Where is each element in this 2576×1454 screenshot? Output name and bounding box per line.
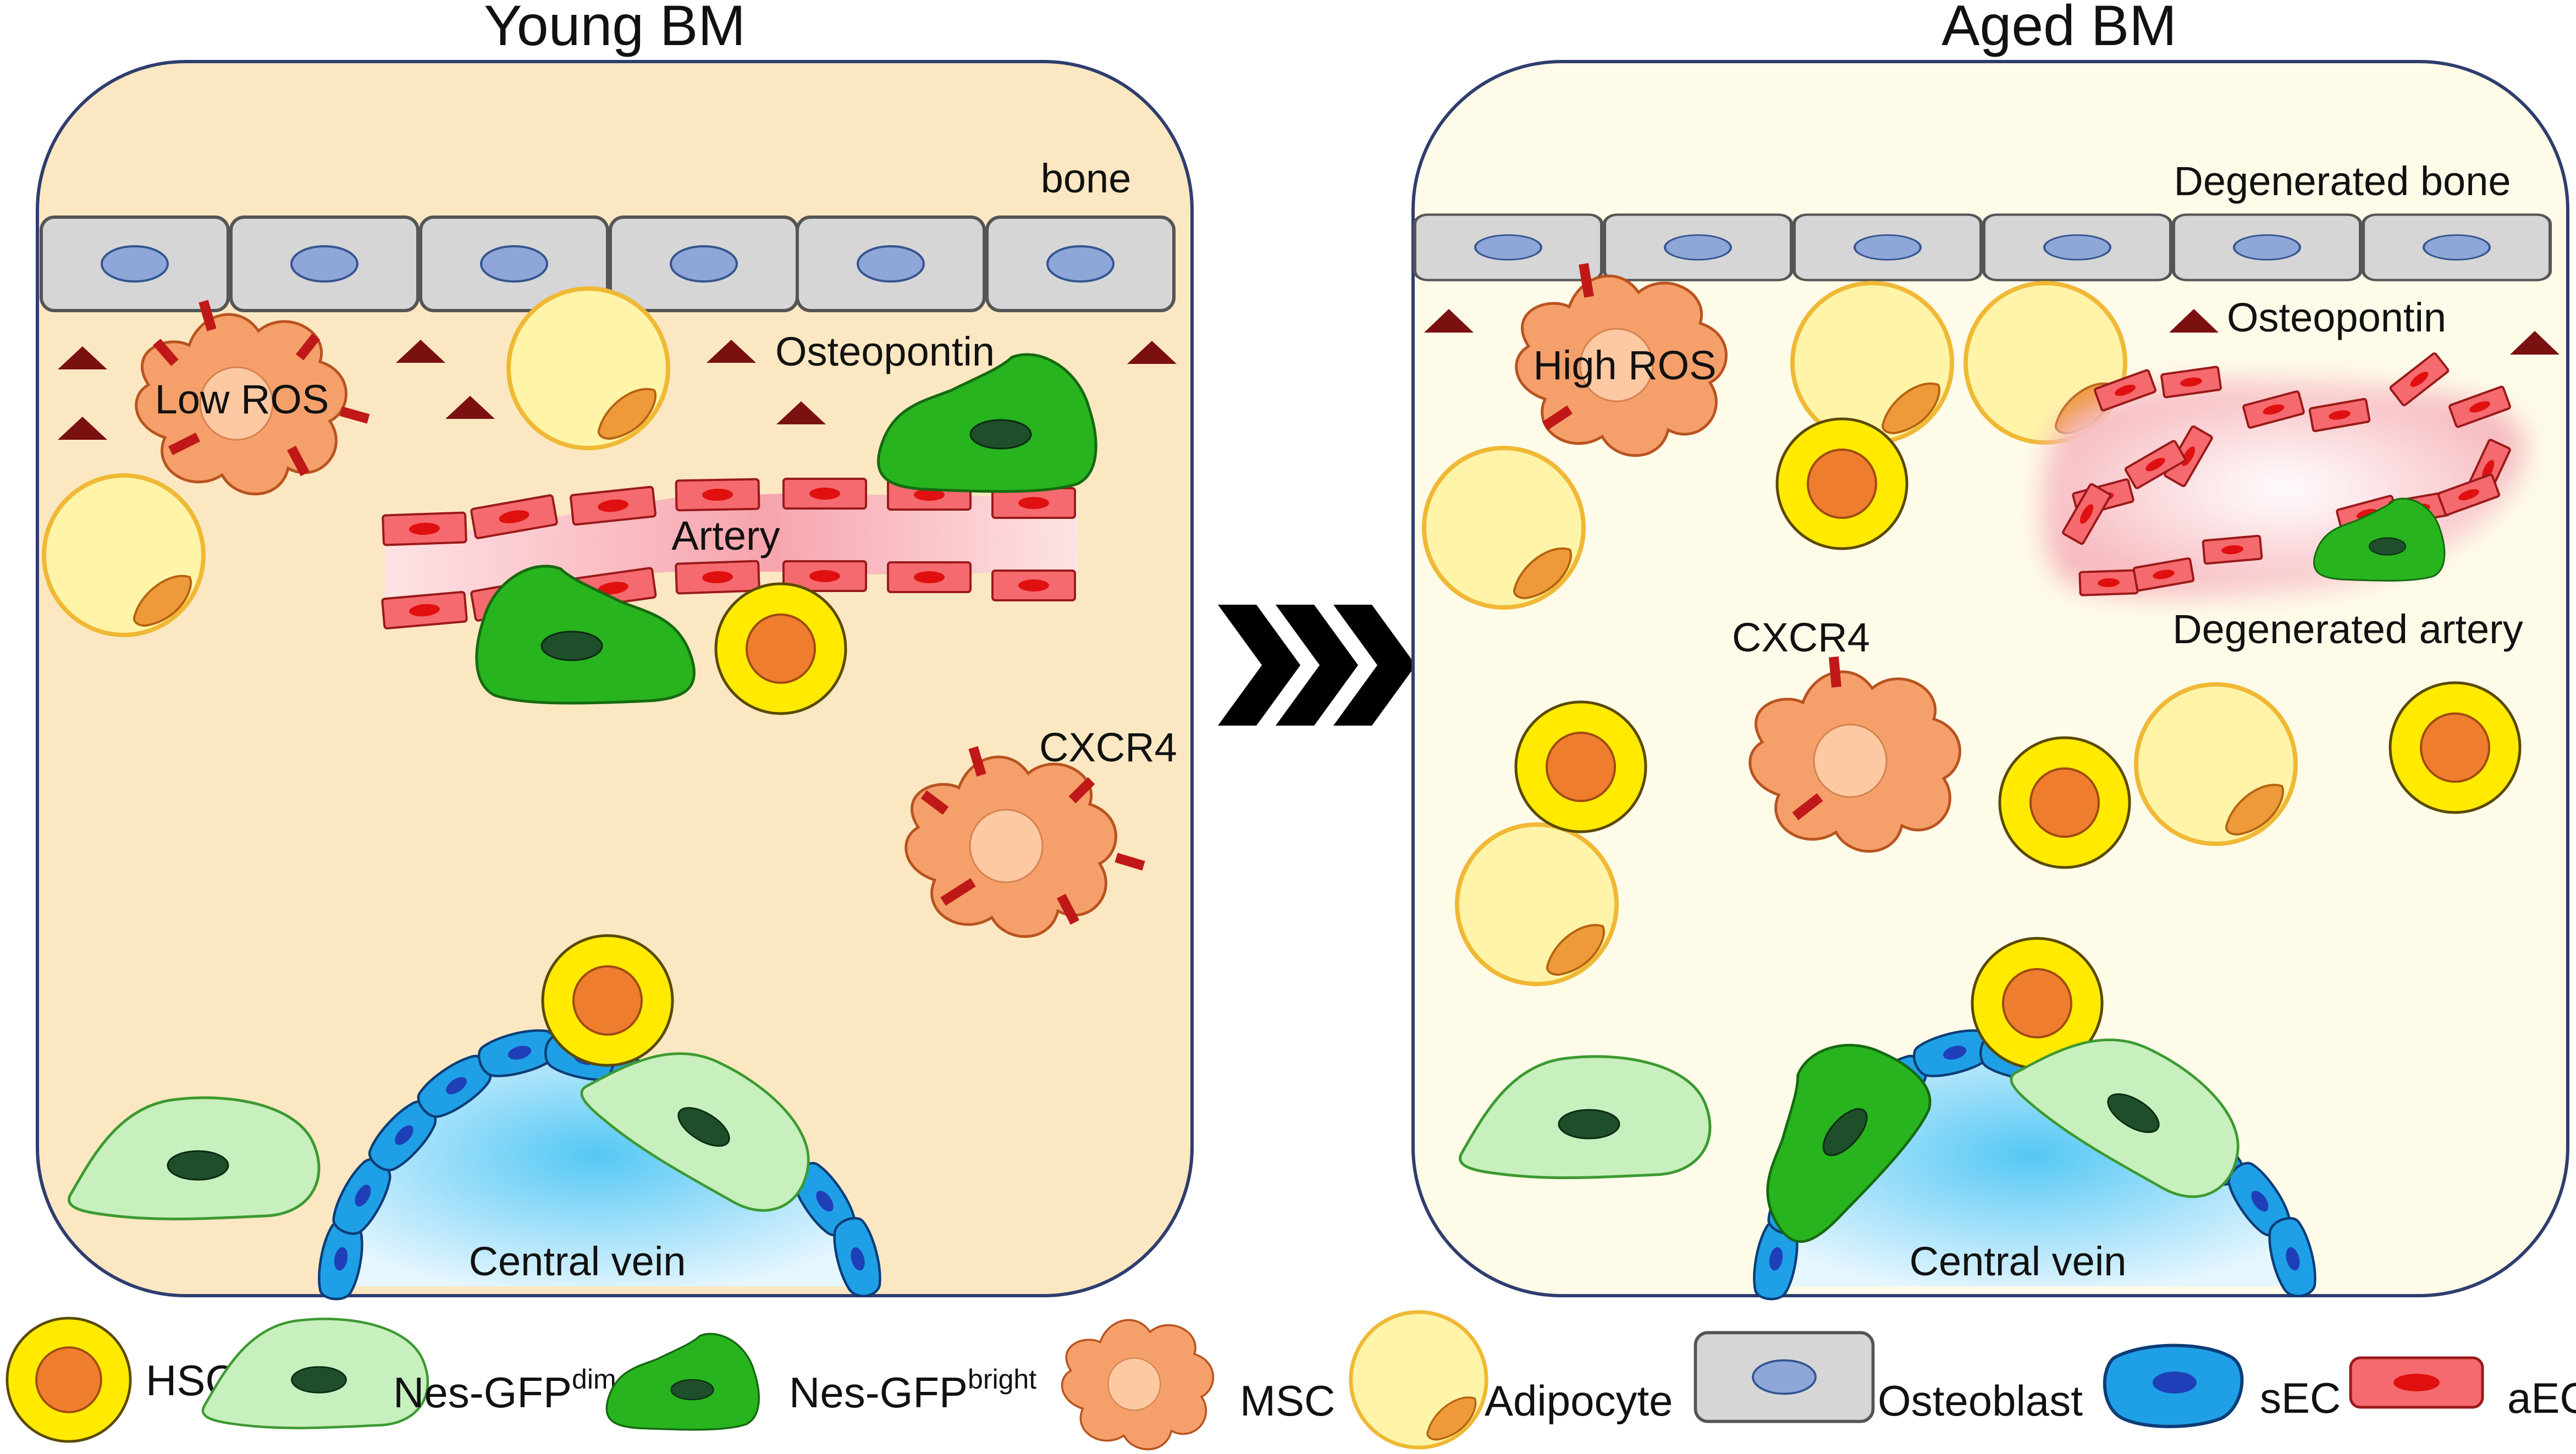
legend-item-sec: sEC (2103, 1344, 2341, 1428)
legend-msc-label: MSC (1240, 1376, 1335, 1425)
legend-item-nes-dim: Nes-GFPdim (203, 1319, 616, 1428)
osteopontin-triangle (776, 401, 826, 424)
osteoblast (610, 217, 797, 311)
osteoblast (1794, 215, 1981, 280)
aged-osteopontin-markers (1424, 309, 2560, 355)
young-msc-cxcr4: CXCR4 (906, 725, 1177, 937)
osteoblast (2174, 215, 2360, 280)
hsc-cell (2000, 738, 2130, 867)
aged-artery-label: Degenerated artery (2172, 606, 2523, 652)
young-panel-title: Young BM (484, 0, 746, 58)
young-bm-panel: Young BM bone Osteopontin (36, 0, 1194, 1303)
osteopontin-triangle (2510, 331, 2560, 355)
osteopontin-triangle (396, 340, 445, 363)
hsc-cell (1516, 702, 1646, 832)
aec-legend-nucleus (2393, 1374, 2440, 1391)
aged-osteopontin-label: Osteopontin (2227, 295, 2446, 340)
osteopontin-triangle (58, 417, 107, 440)
nes-gfp-bright-legend-icon (605, 1333, 760, 1431)
osteoblast (987, 217, 1174, 311)
osteoblast (41, 217, 228, 311)
adipocyte (1792, 283, 1952, 443)
osteopontin-triangle (445, 396, 495, 419)
adipocyte (1457, 825, 1617, 984)
young-artery-label: Artery (671, 513, 780, 559)
osteoblast (1415, 215, 1602, 280)
hsc-legend-icon (7, 1318, 130, 1441)
legend-aec-label: aEC (2507, 1374, 2576, 1422)
legend-adipocyte-label: Adipocyte (1485, 1376, 1673, 1425)
legend-sec-label: sEC (2260, 1374, 2341, 1422)
aged-bm-panel: Aged BM Degenerated bone Osteopontin Hig… (1411, 0, 2569, 1302)
hsc-cell (2390, 683, 2520, 812)
osteoblast (797, 217, 984, 311)
osteoblast (1604, 215, 1791, 280)
osteoblast (231, 217, 418, 311)
legend-nes-bright-label: Nes-GFPbright (789, 1364, 1036, 1417)
young-bone-label: bone (1041, 156, 1132, 201)
osteopontin-triangle (1424, 309, 1474, 333)
young-osteopontin-markers (58, 340, 1177, 440)
legend-item-hsc: HSC (7, 1318, 236, 1441)
osteoblast (2363, 215, 2550, 280)
adipocyte (2136, 684, 2296, 844)
legend-item-msc: MSC (1061, 1319, 1335, 1451)
osteopontin-triangle (1127, 341, 1177, 364)
adipocyte (1424, 448, 1584, 607)
osteopontin-triangle (2169, 309, 2219, 333)
triple-chevron-right-icon (1218, 605, 1416, 726)
sec-legend-nucleus (2153, 1372, 2197, 1394)
adipocyte (44, 476, 203, 635)
hsc-cell (543, 936, 672, 1065)
aged-panel-title: Aged BM (1941, 0, 2177, 58)
legend-osteoblast-label: Osteoblast (1878, 1376, 2083, 1425)
young-central-vein: Central vein (315, 1024, 887, 1303)
young-msc-low-ros: Low ROS (136, 300, 370, 494)
osteopontin-triangle (58, 346, 107, 369)
aged-bone-label: Degenerated bone (2174, 158, 2511, 204)
aged-ros-label: High ROS (1533, 342, 1716, 388)
adipocyte-legend-icon (1351, 1312, 1487, 1448)
young-cxcr4-label: CXCR4 (1039, 725, 1177, 770)
young-vein-label: Central vein (469, 1239, 686, 1284)
legend-item-osteoblast: Osteoblast (1696, 1333, 2083, 1425)
hsc-cell (1777, 419, 1907, 549)
legend-item-aec: aEC (2349, 1356, 2576, 1422)
aged-msc-cxcr4: CXCR4 (1732, 615, 1960, 852)
msc-legend-icon (1061, 1319, 1215, 1451)
aged-cxcr4-label: CXCR4 (1732, 615, 1870, 660)
aged-vein-label: Central vein (1910, 1239, 2127, 1284)
young-osteopontin-label: Osteopontin (775, 329, 995, 374)
osteoblast (1984, 215, 2171, 280)
osteopontin-triangle (707, 340, 756, 363)
hsc-cell (716, 584, 846, 714)
adipocyte (509, 289, 668, 448)
aged-msc-high-ros: High ROS (1516, 263, 1726, 456)
legend-nes-dim-label: Nes-GFPdim (393, 1364, 616, 1417)
legend-item-adipocyte: Adipocyte (1351, 1312, 1673, 1448)
osteoblast-legend-icon (1696, 1333, 1873, 1422)
legend-item-nes-bright: Nes-GFPbright (605, 1333, 1036, 1431)
legend: HSC Nes-GFPdim Nes-GFPbright MSC Adipocy… (7, 1312, 2576, 1451)
young-ros-label: Low ROS (155, 377, 329, 422)
